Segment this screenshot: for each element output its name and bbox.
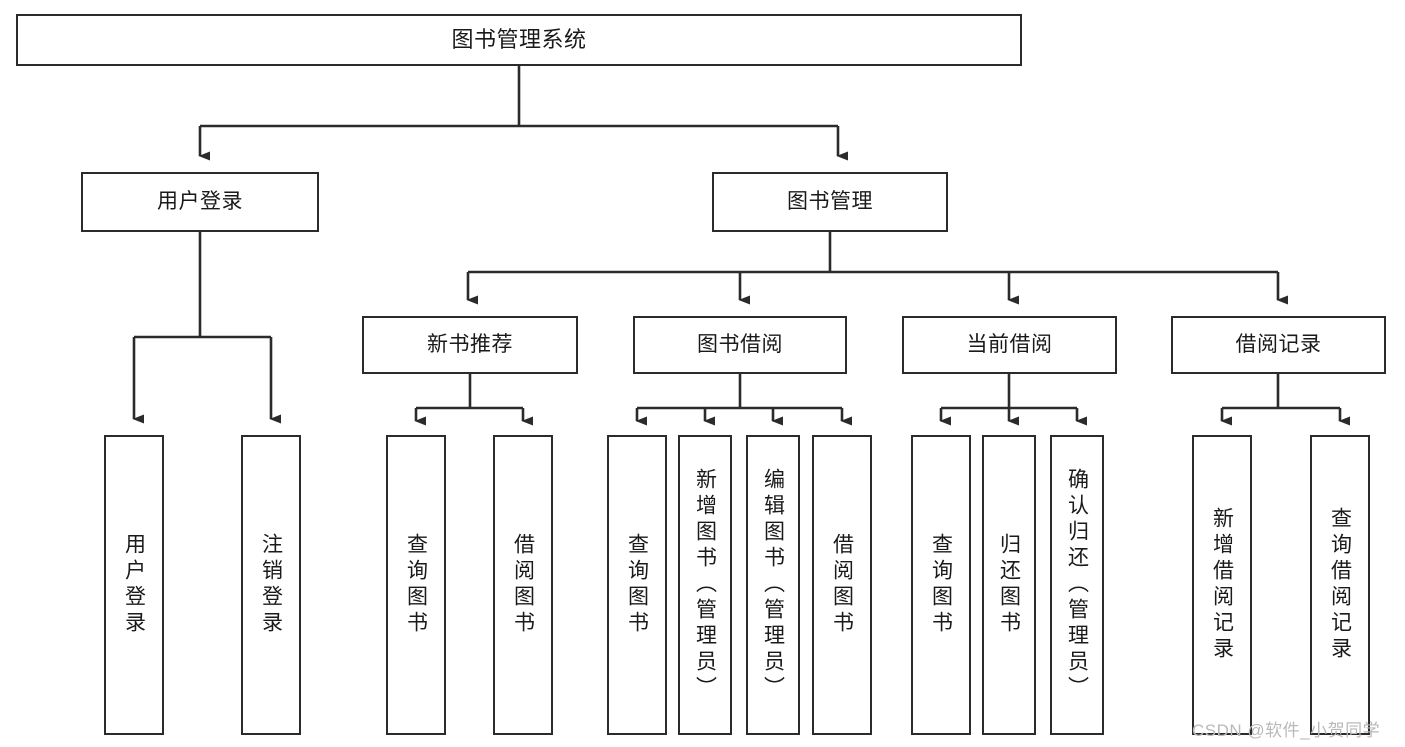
leaf-logout[interactable]: 注销登录 xyxy=(241,435,301,735)
node-label: 确认归还（管理员） xyxy=(1065,468,1089,702)
node-borrow-records[interactable]: 借阅记录 xyxy=(1171,316,1386,374)
node-label: 图书管理 xyxy=(787,189,873,213)
leaf-confirm-return-admin[interactable]: 确认归还（管理员） xyxy=(1050,435,1104,735)
node-label: 查询图书 xyxy=(625,533,649,637)
leaf-query-book-recommend[interactable]: 查询图书 xyxy=(386,435,446,735)
node-label: 注销登录 xyxy=(259,533,283,637)
leaf-borrow-book-recommend[interactable]: 借阅图书 xyxy=(493,435,553,735)
leaf-query-book-current[interactable]: 查询图书 xyxy=(911,435,971,735)
node-label: 用户登录 xyxy=(157,189,243,213)
leaf-user-login[interactable]: 用户登录 xyxy=(104,435,164,735)
leaf-query-borrow-record[interactable]: 查询借阅记录 xyxy=(1310,435,1370,735)
leaf-add-borrow-record[interactable]: 新增借阅记录 xyxy=(1192,435,1252,735)
leaf-borrow-book[interactable]: 借阅图书 xyxy=(812,435,872,735)
node-book-management[interactable]: 图书管理 xyxy=(712,172,948,232)
node-label: 新增图书（管理员） xyxy=(693,468,717,702)
node-label: 查询借阅记录 xyxy=(1328,507,1352,663)
node-label: 新书推荐 xyxy=(427,332,513,356)
node-label: 用户登录 xyxy=(122,533,146,637)
node-label: 图书借阅 xyxy=(697,332,783,356)
node-label: 当前借阅 xyxy=(966,332,1053,356)
node-current-borrow[interactable]: 当前借阅 xyxy=(902,316,1117,374)
leaf-query-book-borrow[interactable]: 查询图书 xyxy=(607,435,667,735)
node-label: 归还图书 xyxy=(997,533,1021,637)
leaf-edit-book-admin[interactable]: 编辑图书（管理员） xyxy=(746,435,800,735)
node-label: 借阅图书 xyxy=(830,533,854,637)
node-new-book-recommend[interactable]: 新书推荐 xyxy=(362,316,578,374)
csdn-watermark: CSDN @软件_小贺同学 xyxy=(1192,721,1381,740)
node-book-borrow[interactable]: 图书借阅 xyxy=(633,316,847,374)
node-label: 编辑图书（管理员） xyxy=(761,468,785,702)
node-root-book-management-system[interactable]: 图书管理系统 xyxy=(16,14,1022,66)
node-label: 图书管理系统 xyxy=(451,27,587,53)
node-label: 查询图书 xyxy=(404,533,428,637)
node-user-login[interactable]: 用户登录 xyxy=(81,172,319,232)
node-label: 新增借阅记录 xyxy=(1210,507,1234,663)
node-label: 借阅记录 xyxy=(1235,332,1322,356)
leaf-return-book[interactable]: 归还图书 xyxy=(982,435,1036,735)
leaf-add-book-admin[interactable]: 新增图书（管理员） xyxy=(678,435,732,735)
node-label: 借阅图书 xyxy=(511,533,535,637)
node-label: 查询图书 xyxy=(929,533,953,637)
